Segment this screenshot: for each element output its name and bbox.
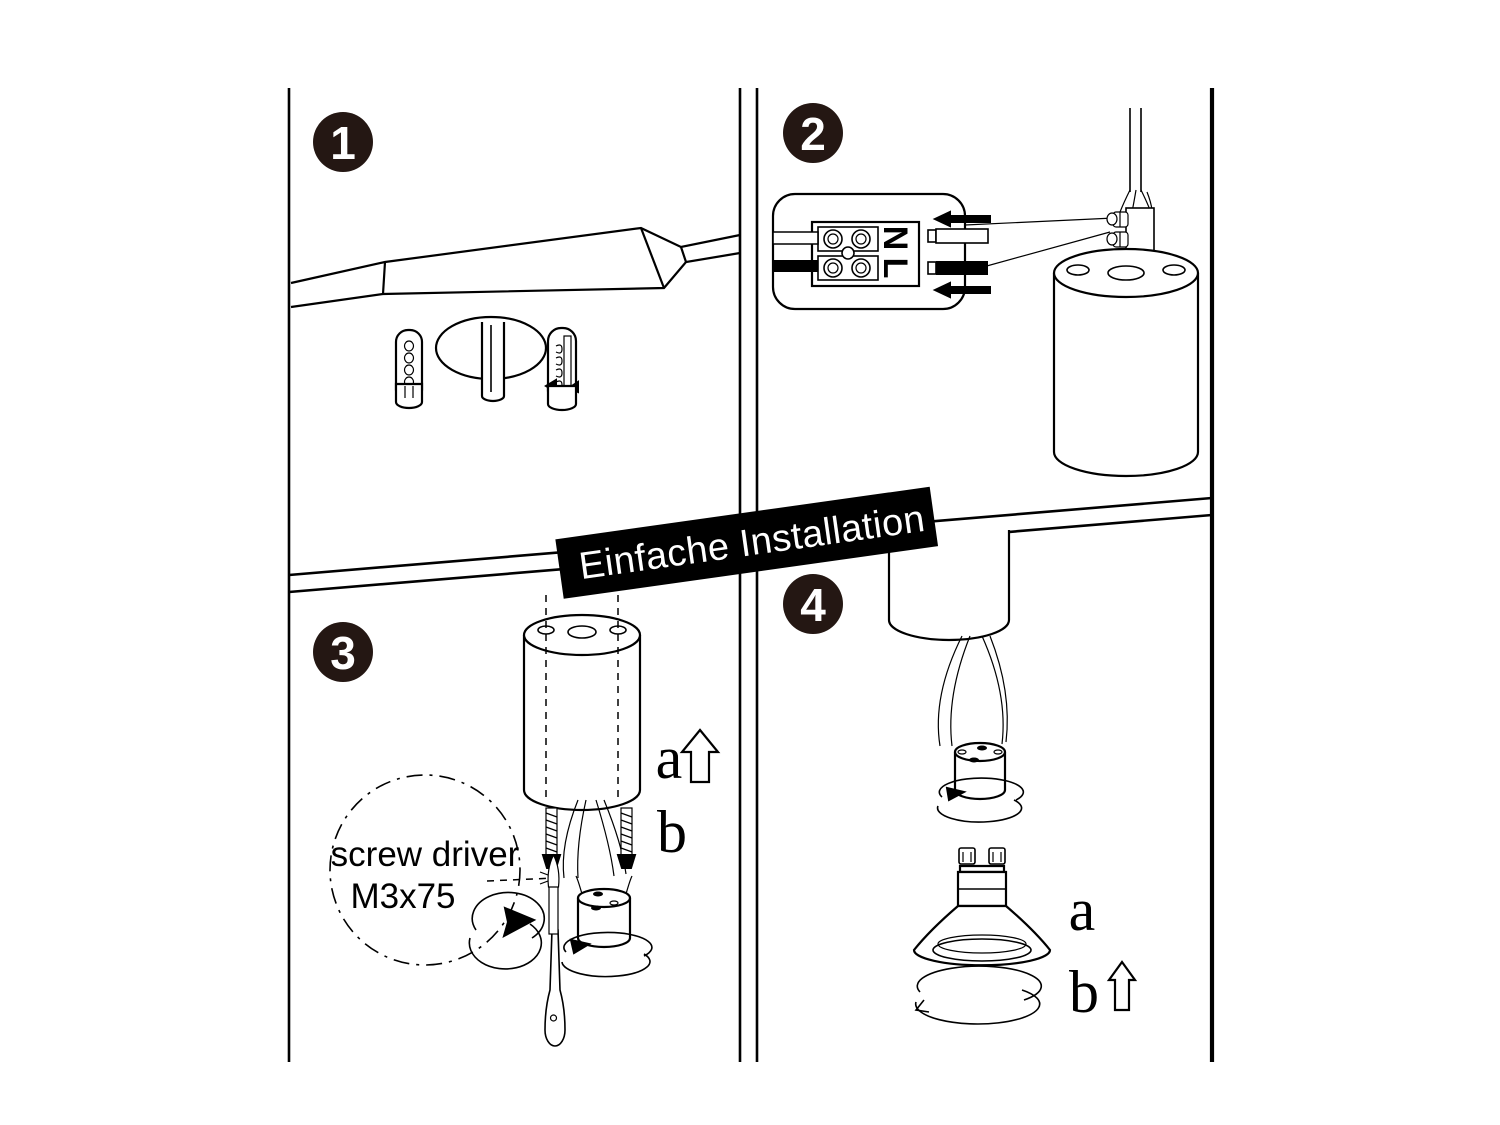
rotation-indicator-screwdriver	[468, 891, 546, 970]
callout-circle	[329, 774, 521, 966]
terminal-label-n: N	[876, 226, 914, 251]
marker-b-label-4: b	[1069, 959, 1099, 1025]
screwdriver-callout-line1: screw driver	[331, 835, 520, 874]
step-badge-3: 3	[313, 622, 373, 682]
installation-banner: Einfache Installation	[555, 486, 939, 599]
step-badge-2: 2	[783, 103, 843, 163]
wall-plug-right	[544, 326, 579, 412]
terminal-label-l: L	[876, 258, 914, 279]
marker-a-label-3: a	[656, 725, 683, 791]
retaining-ring	[914, 965, 1043, 1025]
lamp-socket	[575, 875, 633, 949]
wall-plug-left	[394, 328, 424, 410]
neutral-wire-indicator	[927, 210, 991, 244]
banner-label: Einfache Installation	[577, 498, 928, 588]
gu10-bulb	[912, 847, 1052, 967]
banner-background	[555, 486, 939, 599]
mounting-screw-right	[616, 807, 637, 869]
panel-3-illustration: a b screw driver M3x75	[329, 595, 721, 1047]
marker-b-label-3: b	[657, 799, 687, 865]
lamp-cylinder-body	[1052, 247, 1200, 478]
up-arrow-b-4	[1106, 960, 1138, 1012]
panel-4-illustration: a b	[887, 530, 1138, 1025]
housing-cylinder	[522, 613, 642, 812]
screwdriver-tool	[544, 853, 566, 1047]
panel-1-illustration	[290, 226, 741, 412]
step-number-2: 2	[800, 108, 826, 160]
step-number-3: 3	[330, 627, 356, 679]
cable-connector-block	[1106, 207, 1155, 253]
rotation-indicator-4	[936, 777, 1025, 823]
lamp-socket-4	[953, 741, 1007, 801]
live-wire-indicator	[927, 261, 991, 299]
screwdriver-callout-line2: M3x75	[350, 877, 455, 916]
step-badge-1: 1	[313, 112, 373, 172]
step-badge-4: 4	[783, 574, 843, 634]
up-arrow-a-3	[679, 728, 721, 784]
step-number-4: 4	[800, 579, 826, 631]
step-number-1: 1	[330, 117, 356, 169]
marker-a-label-4: a	[1069, 877, 1096, 943]
rotation-indicator-3	[561, 931, 653, 978]
panel-2-illustration: N L	[771, 108, 1200, 478]
